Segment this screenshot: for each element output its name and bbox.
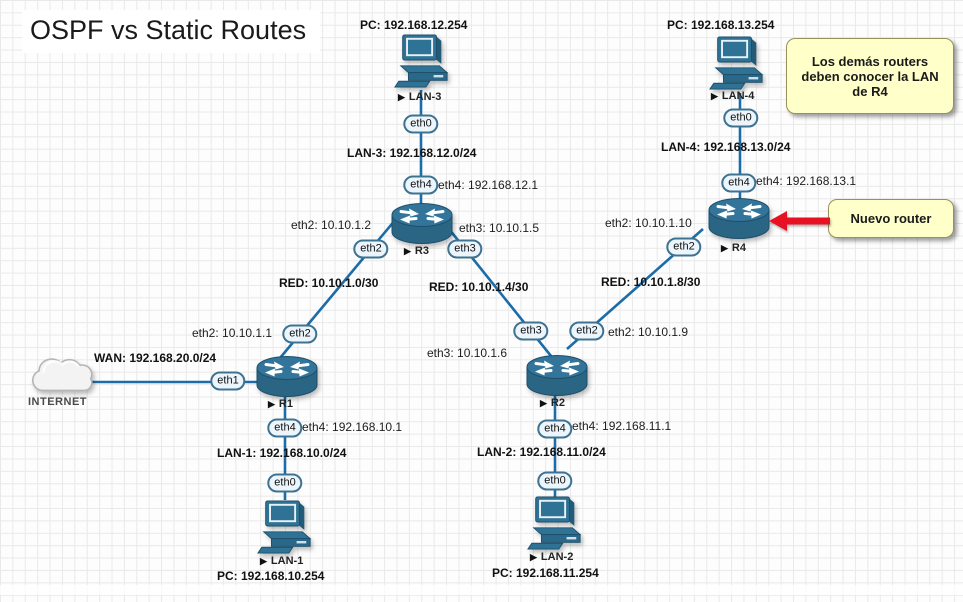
router-icon bbox=[389, 202, 455, 246]
device-pc-lan3[interactable] bbox=[393, 33, 451, 94]
interface-badge-lan4-eth0[interactable]: eth0 bbox=[723, 108, 759, 128]
device-pc-lan2[interactable] bbox=[526, 495, 584, 556]
cloud-icon bbox=[25, 349, 97, 399]
device-label-r2: ▶R2 bbox=[540, 397, 565, 409]
interface-badge-r3-eth3[interactable]: eth3 bbox=[447, 239, 483, 259]
router-icon bbox=[524, 354, 590, 398]
interface-badge-r1-eth1[interactable]: eth1 bbox=[210, 371, 246, 391]
device-label-r1: ▶R1 bbox=[268, 398, 293, 410]
label-lan1-net: LAN-1: 192.168.10.0/24 bbox=[217, 446, 347, 460]
selection-marker-icon: ▶ bbox=[404, 246, 411, 256]
label-r3-eth4-ip: eth4: 192.168.12.1 bbox=[438, 178, 539, 192]
horizontal-scrollbar-track[interactable] bbox=[0, 585, 963, 595]
device-pc-lan4[interactable] bbox=[708, 35, 766, 96]
selection-marker-icon: ▶ bbox=[398, 92, 405, 102]
selection-marker-icon: ▶ bbox=[540, 398, 547, 408]
diagram-title: OSPF vs Static Routes bbox=[22, 10, 321, 53]
router-icon bbox=[706, 197, 772, 241]
interface-badge-r1-eth2[interactable]: eth2 bbox=[282, 324, 318, 344]
label-r2-eth4-ip: eth4: 192.168.11.1 bbox=[572, 419, 672, 433]
label-red-3: RED: 10.10.1.8/30 bbox=[601, 275, 701, 289]
selection-marker-icon: ▶ bbox=[260, 556, 267, 566]
device-label-lan2: ▶LAN-2 bbox=[530, 551, 574, 563]
router-icon bbox=[254, 355, 320, 399]
pc-icon bbox=[708, 35, 766, 91]
label-r4-eth4-ip: eth4: 192.168.13.1 bbox=[756, 174, 857, 188]
device-pc-lan1[interactable] bbox=[256, 499, 314, 560]
interface-badge-lan3-eth0[interactable]: eth0 bbox=[403, 114, 439, 134]
interface-badge-r3-eth4[interactable]: eth4 bbox=[403, 175, 439, 195]
interface-badge-r2-eth3[interactable]: eth3 bbox=[513, 321, 549, 341]
device-router-r1[interactable] bbox=[254, 355, 320, 404]
device-internet-cloud[interactable] bbox=[25, 349, 97, 399]
label-r3-eth3-ip: eth3: 10.10.1.5 bbox=[459, 221, 540, 235]
label-red-2: RED: 10.10.1.4/30 bbox=[429, 280, 529, 294]
note-nuevo-router[interactable]: Nuevo router bbox=[828, 199, 954, 238]
label-r2-eth3-ip: eth3: 10.10.1.6 bbox=[427, 346, 508, 360]
note-lan-r4[interactable]: Los demás routers deben conocer la LAN d… bbox=[786, 38, 954, 114]
label-wan-net: WAN: 192.168.20.0/24 bbox=[94, 351, 217, 365]
device-label-lan3: ▶LAN-3 bbox=[398, 91, 442, 103]
device-label-internet: INTERNET bbox=[28, 396, 87, 408]
pc-icon bbox=[526, 495, 584, 551]
selection-marker-icon: ▶ bbox=[530, 552, 537, 562]
device-label-lan1: ▶LAN-1 bbox=[260, 555, 304, 567]
label-pc-lan2: PC: 192.168.11.254 bbox=[492, 566, 599, 580]
device-router-r4[interactable] bbox=[706, 197, 772, 246]
red-arrow-icon bbox=[768, 206, 832, 241]
label-r4-eth2-ip: eth2: 10.10.1.10 bbox=[605, 216, 692, 230]
pc-icon bbox=[393, 33, 451, 89]
device-label-lan4: ▶LAN-4 bbox=[711, 90, 755, 102]
label-lan2-net: LAN-2: 192.168.11.0/24 bbox=[477, 445, 606, 459]
label-r1-eth2-ip: eth2: 10.10.1.1 bbox=[192, 326, 273, 340]
interface-badge-r4-eth2[interactable]: eth2 bbox=[666, 237, 702, 257]
label-r1-eth4-ip: eth4: 192.168.10.1 bbox=[302, 420, 403, 434]
label-pc-lan1: PC: 192.168.10.254 bbox=[217, 569, 325, 583]
interface-badge-lan1-eth0[interactable]: eth0 bbox=[267, 473, 303, 493]
device-label-r3: ▶R3 bbox=[404, 245, 429, 257]
interface-badge-r2-eth2[interactable]: eth2 bbox=[569, 321, 605, 341]
label-r3-eth2-ip: eth2: 10.10.1.2 bbox=[291, 218, 372, 232]
label-red-1: RED: 10.10.1.0/30 bbox=[279, 276, 379, 290]
interface-badge-r3-eth2[interactable]: eth2 bbox=[353, 239, 389, 259]
interface-badge-r2-eth4[interactable]: eth4 bbox=[537, 419, 573, 439]
label-lan4-net: LAN-4: 192.168.13.0/24 bbox=[661, 140, 791, 154]
selection-marker-icon: ▶ bbox=[268, 399, 275, 409]
device-label-r4: ▶R4 bbox=[721, 242, 746, 254]
interface-badge-r4-eth4[interactable]: eth4 bbox=[721, 173, 757, 193]
selection-marker-icon: ▶ bbox=[711, 91, 718, 101]
device-router-r2[interactable] bbox=[524, 354, 590, 403]
label-r2-eth2-ip: eth2: 10.10.1.9 bbox=[608, 325, 689, 339]
label-lan3-net: LAN-3: 192.168.12.0/24 bbox=[347, 146, 477, 160]
interface-badge-r1-eth4[interactable]: eth4 bbox=[267, 418, 303, 438]
label-pc-lan3: PC: 192.168.12.254 bbox=[360, 18, 468, 32]
pc-icon bbox=[256, 499, 314, 555]
device-router-r3[interactable] bbox=[389, 202, 455, 251]
selection-marker-icon: ▶ bbox=[721, 243, 728, 253]
label-pc-lan4: PC: 192.168.13.254 bbox=[667, 18, 775, 32]
interface-badge-lan2-eth0[interactable]: eth0 bbox=[537, 471, 573, 491]
